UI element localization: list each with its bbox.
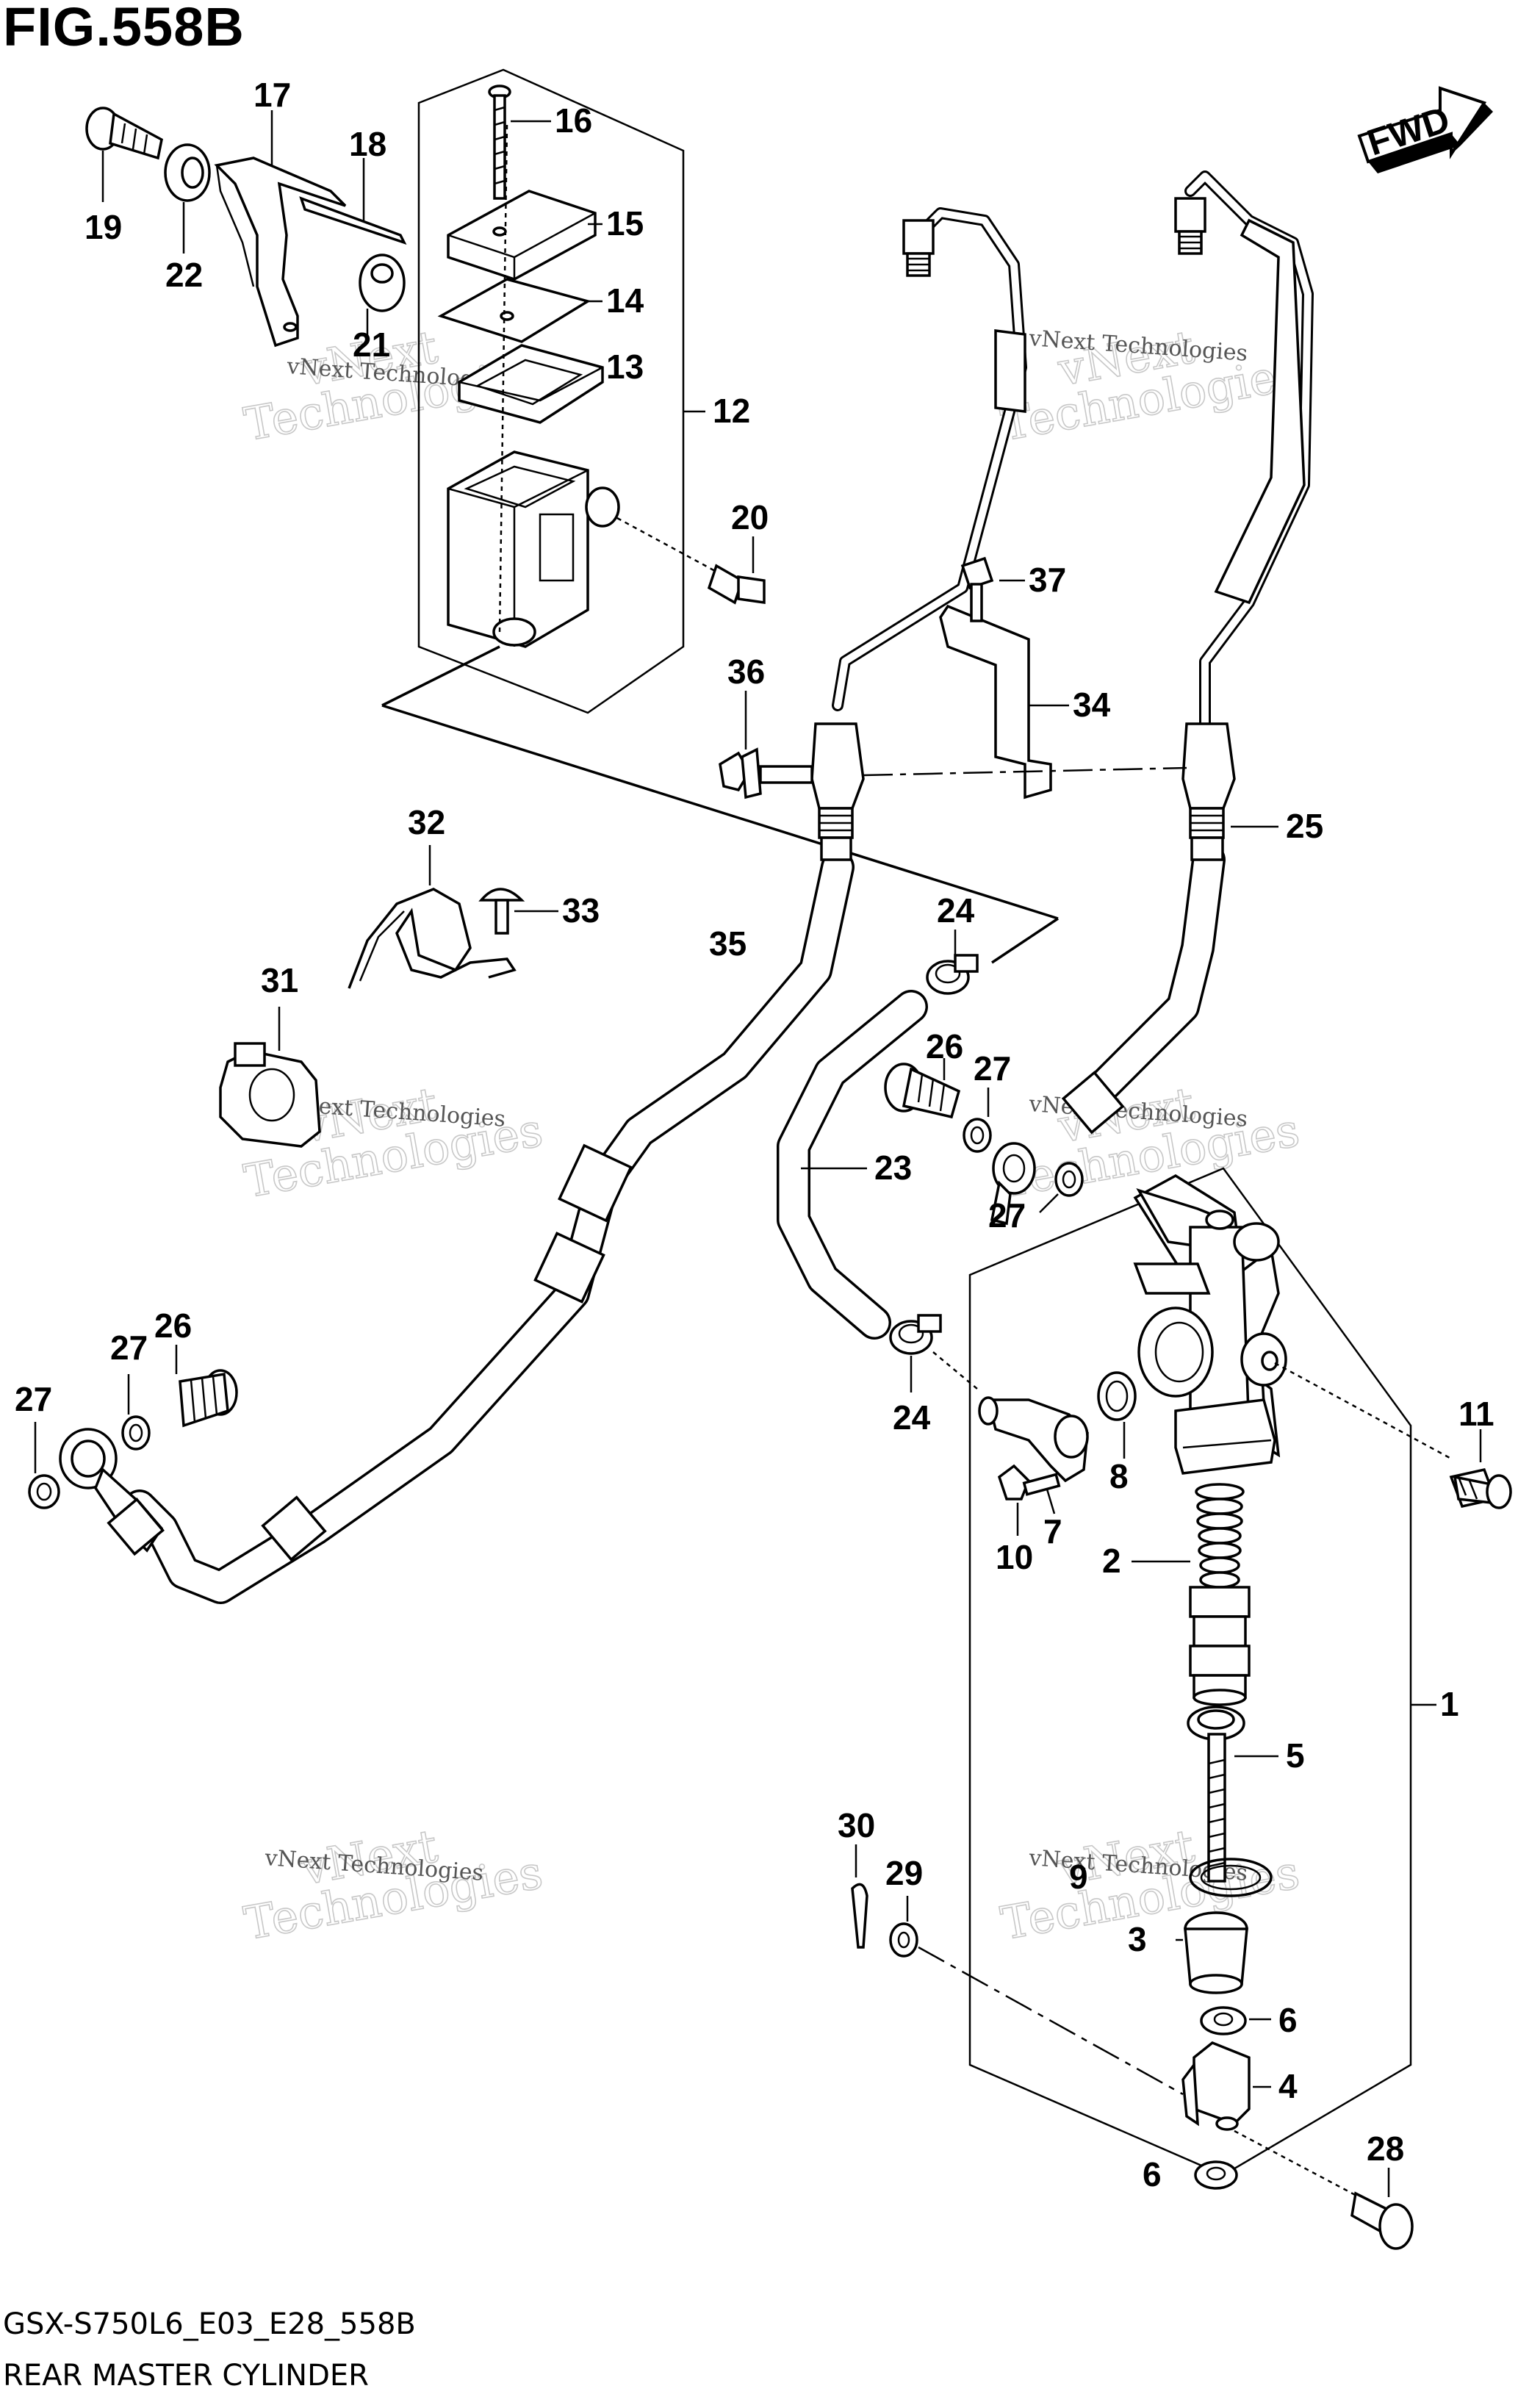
clevis-pin-28-icon (1234, 2130, 1414, 2250)
bolt-36-icon (719, 691, 813, 799)
callout-27c: 27 (15, 1380, 52, 1418)
clamp-24-icon (889, 1314, 978, 1392)
callout-27: 27 (974, 1049, 1011, 1088)
callout-27b: 27 (110, 1329, 148, 1367)
washer-27-icon (121, 1374, 151, 1451)
callout-6: 6 (1278, 2001, 1298, 2039)
callout-30: 30 (838, 1806, 875, 1844)
clevis-4-icon (1181, 2041, 1271, 2131)
bracket-34-icon (863, 604, 1187, 799)
callout-1: 1 (1440, 1685, 1459, 1723)
callout-16: 16 (555, 101, 592, 140)
diaphragm-13-icon (458, 344, 604, 424)
pin-18-icon (299, 158, 407, 245)
hose-fitting-icon (990, 1142, 1036, 1226)
callout-24: 24 (937, 891, 975, 930)
callout-18: 18 (349, 125, 386, 163)
clamp-24-icon (926, 930, 979, 995)
callout-20: 20 (731, 498, 769, 536)
callout-31: 31 (261, 961, 298, 999)
union-bolt-26-icon (175, 1345, 238, 1428)
screw-16-icon (488, 85, 551, 200)
callout-5: 5 (1286, 1736, 1305, 1775)
diagram-code: GSX-S750L6_E03_E28_558B (3, 2307, 416, 2341)
watermark-group: vNext Technologies vNext Technologies vN… (240, 319, 1303, 1950)
callout-15: 15 (606, 204, 644, 242)
master-cylinder-assembly (968, 1167, 1512, 2190)
callout-7: 7 (1043, 1512, 1062, 1550)
brake-pipe-left-icon (832, 207, 1027, 711)
pushrod-5-icon (1187, 1706, 1278, 1883)
callout-21: 21 (353, 326, 390, 364)
diagram-caption: REAR MASTER CYLINDER (3, 2359, 369, 2393)
bracket-17-icon (214, 110, 347, 348)
brake-pipe-right-icon (1174, 170, 1314, 733)
washer-27-icon (28, 1422, 60, 1509)
spring-2-icon (1132, 1483, 1245, 1589)
callout-9: 9 (1069, 1858, 1088, 1896)
callout-2: 2 (1102, 1542, 1121, 1580)
callout-12: 12 (713, 392, 750, 430)
plate-14-icon (437, 278, 602, 343)
union-bolt-26-icon (884, 1058, 961, 1119)
callout-27d: 27 (988, 1196, 1026, 1234)
nut-6-icon (1200, 2006, 1271, 2035)
cotter-pin-30-icon (851, 1844, 868, 1949)
boot-3-icon (1176, 1911, 1248, 1994)
clamp-31-icon (219, 1007, 321, 1148)
callout-6b: 6 (1143, 2155, 1162, 2193)
washer-27-icon (1039, 1162, 1084, 1213)
callout-11: 11 (1458, 1395, 1494, 1433)
reservoir-body-icon (447, 124, 620, 648)
washer-29-icon (889, 1896, 1184, 2096)
nut-6-icon (1194, 2160, 1238, 2190)
hose-23-icon (777, 990, 928, 1340)
callout-34: 34 (1073, 686, 1111, 724)
callout-22: 22 (165, 256, 203, 294)
callout-28: 28 (1367, 2130, 1404, 2168)
callout-26: 26 (926, 1027, 963, 1065)
callout-32: 32 (408, 803, 445, 841)
callout-25: 25 (1286, 807, 1323, 845)
screw-33-icon (478, 888, 558, 935)
washer-27-icon (963, 1088, 992, 1153)
fwd-arrow-icon: FWD (1357, 86, 1493, 173)
callout-13: 13 (606, 348, 644, 386)
piston-icon (1189, 1586, 1251, 1706)
hose-joint-7-icon (978, 1396, 1089, 1514)
callout-19: 19 (84, 208, 122, 246)
figure-title: FIG.558B (3, 0, 245, 57)
callout-29: 29 (885, 1854, 923, 1892)
clamp-32-icon (348, 845, 517, 989)
callout-36: 36 (727, 653, 765, 691)
callout-23: 23 (874, 1149, 912, 1187)
callout-4: 4 (1278, 2067, 1298, 2105)
callout-37: 37 (1029, 561, 1066, 599)
callout-3: 3 (1128, 1920, 1147, 1958)
callout-labels: 1 2 3 4 5 6 6 7 8 9 10 11 12 13 14 15 16… (15, 76, 1494, 2193)
bolt-10-icon (997, 1464, 1061, 1536)
oring-8-icon (1097, 1371, 1137, 1459)
callout-17: 17 (253, 76, 291, 114)
callout-8: 8 (1109, 1457, 1129, 1495)
grommet-22-icon (164, 143, 211, 254)
collar-21-icon (359, 254, 406, 338)
callout-26b: 26 (154, 1307, 192, 1345)
callout-14: 14 (606, 281, 644, 320)
circlip-9-icon (1189, 1858, 1273, 1897)
bolt-19-icon (85, 107, 163, 202)
callout-24b: 24 (893, 1398, 931, 1437)
bolt-37-icon (960, 556, 1025, 622)
callout-33: 33 (562, 891, 600, 930)
hose-25-icon (1061, 722, 1278, 1135)
callout-35: 35 (709, 924, 747, 963)
cap-15-icon (447, 190, 602, 281)
callout-10: 10 (996, 1538, 1033, 1576)
reservoir-assembly (381, 68, 1059, 964)
bolt-20-icon (616, 517, 766, 605)
